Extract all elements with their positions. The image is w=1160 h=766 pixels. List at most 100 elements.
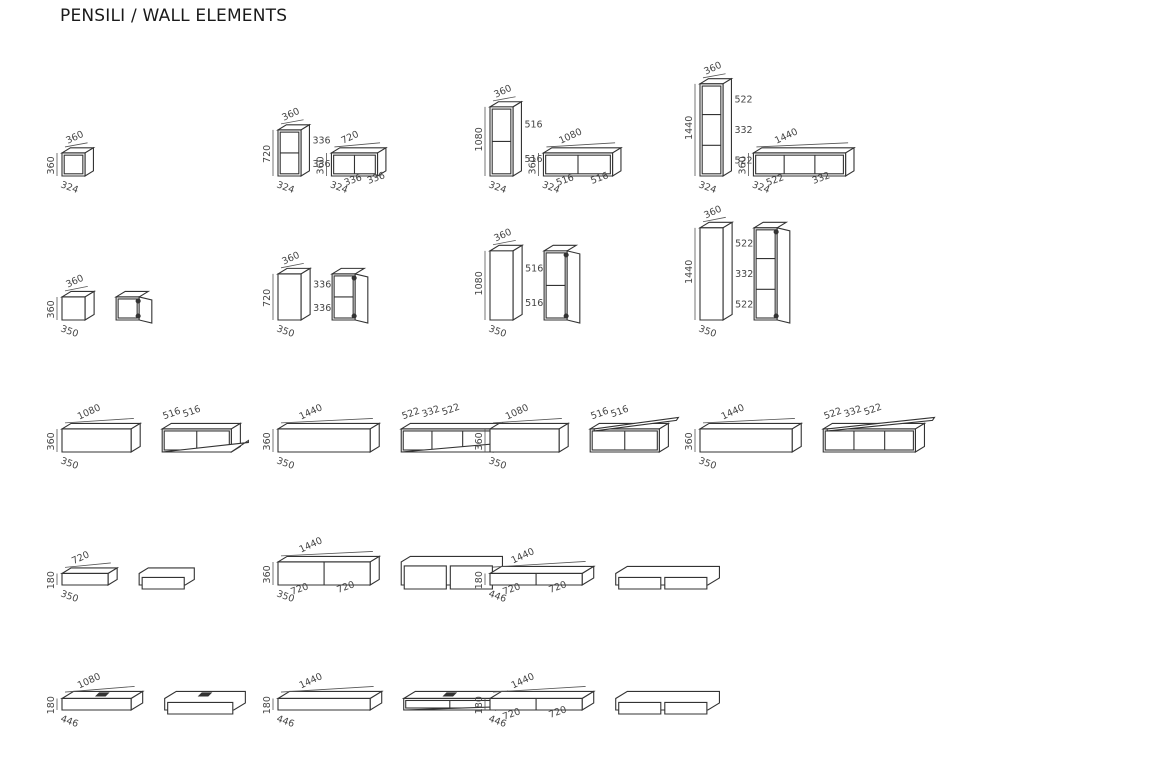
box-front-face [61,296,86,321]
open-door [566,250,581,324]
section-label: 332 [734,125,752,136]
height-label: 1440 [684,116,695,140]
carcass-side [658,422,669,453]
drawer-front [403,565,447,590]
height-label: 360 [315,156,326,174]
box-side-face [300,123,310,177]
height-label: 360 [46,300,57,318]
carcass-top [330,267,367,275]
height-label: 720 [262,145,273,163]
open-door [138,296,153,324]
height-label: 1080 [474,271,485,295]
width-label: 1080 [76,402,103,422]
height-label: 180 [262,696,273,714]
section-label: 336 [312,136,330,147]
box-top-face [488,690,596,700]
carcass-top [752,221,789,229]
width-label: 1080 [557,126,584,146]
width-label: 1080 [76,671,103,691]
width-dimension-line [492,686,586,693]
open-door [354,273,369,324]
section-label: 516 [161,406,182,423]
width-dimension-line [756,142,849,148]
width-dimension-line [64,562,111,568]
hinge-icon [351,313,357,319]
section-label: 516 [524,154,542,165]
height-label: 360 [684,432,695,450]
height-label: 180 [46,571,57,589]
width-label: 1440 [773,126,800,146]
flap-open-up [826,416,936,432]
width-dimension-line [702,418,795,424]
section-label: 332 [420,404,441,421]
box-side-face [722,77,732,177]
section-label: 336 [313,303,331,314]
height-label: 720 [262,289,273,307]
height-label: 360 [527,156,538,174]
box-top-face [488,565,596,575]
box-side-face [369,555,380,586]
depth-label: 350 [697,323,718,340]
section-label: 522 [734,156,752,167]
drawer-front [618,576,662,590]
box-front-face [752,152,847,177]
section-label: 516 [589,406,610,423]
box-side-face [369,422,380,453]
carcass-side [914,422,926,453]
width-dimension-line [280,262,304,269]
box-front-face [61,572,109,586]
height-label: 360 [46,156,57,174]
depth-label: 350 [275,323,296,340]
box-front-face [489,250,514,321]
box-top-face [541,147,623,154]
hinge-icon [135,298,141,304]
box-side-face [300,267,311,321]
drawer-front [449,565,493,590]
depth-label: 350 [275,455,296,472]
carcass-top [160,422,243,430]
height-label: 1080 [474,127,485,151]
carcass-front [822,428,916,453]
height-label: 180 [474,571,485,589]
width-label: 720 [340,129,361,147]
box-front-face [699,227,724,321]
width-dimension-line [280,418,373,424]
box-top-face [276,422,382,430]
box-side-face [791,422,802,453]
section-label: 332 [842,404,863,421]
section-label: 516 [525,264,543,275]
section-label: 522 [735,238,753,249]
box-top-face [488,422,571,430]
section-label: 516 [181,404,202,421]
carcass-opening [117,298,138,319]
carcass-opening [755,229,776,319]
flap-open-down [162,439,249,453]
depth-label: 350 [697,455,718,472]
width-dimension-line [546,142,616,148]
box-front-face [277,428,371,453]
hinge-icon [773,313,779,319]
width-label: 1080 [504,402,531,422]
box-front-face [489,428,560,453]
carcass-opening [824,430,914,451]
section-label: 522 [735,300,753,311]
depth-label: 324 [275,179,296,196]
box-front-face [61,152,86,177]
box-side-face [722,221,733,321]
width-dimension-line [280,551,373,557]
box-top-face [698,422,804,430]
carcass-top [542,244,579,252]
cable-slot-icon [197,692,213,697]
height-label: 360 [46,432,57,450]
box-front-face [277,273,302,321]
height-label: 360 [474,432,485,450]
